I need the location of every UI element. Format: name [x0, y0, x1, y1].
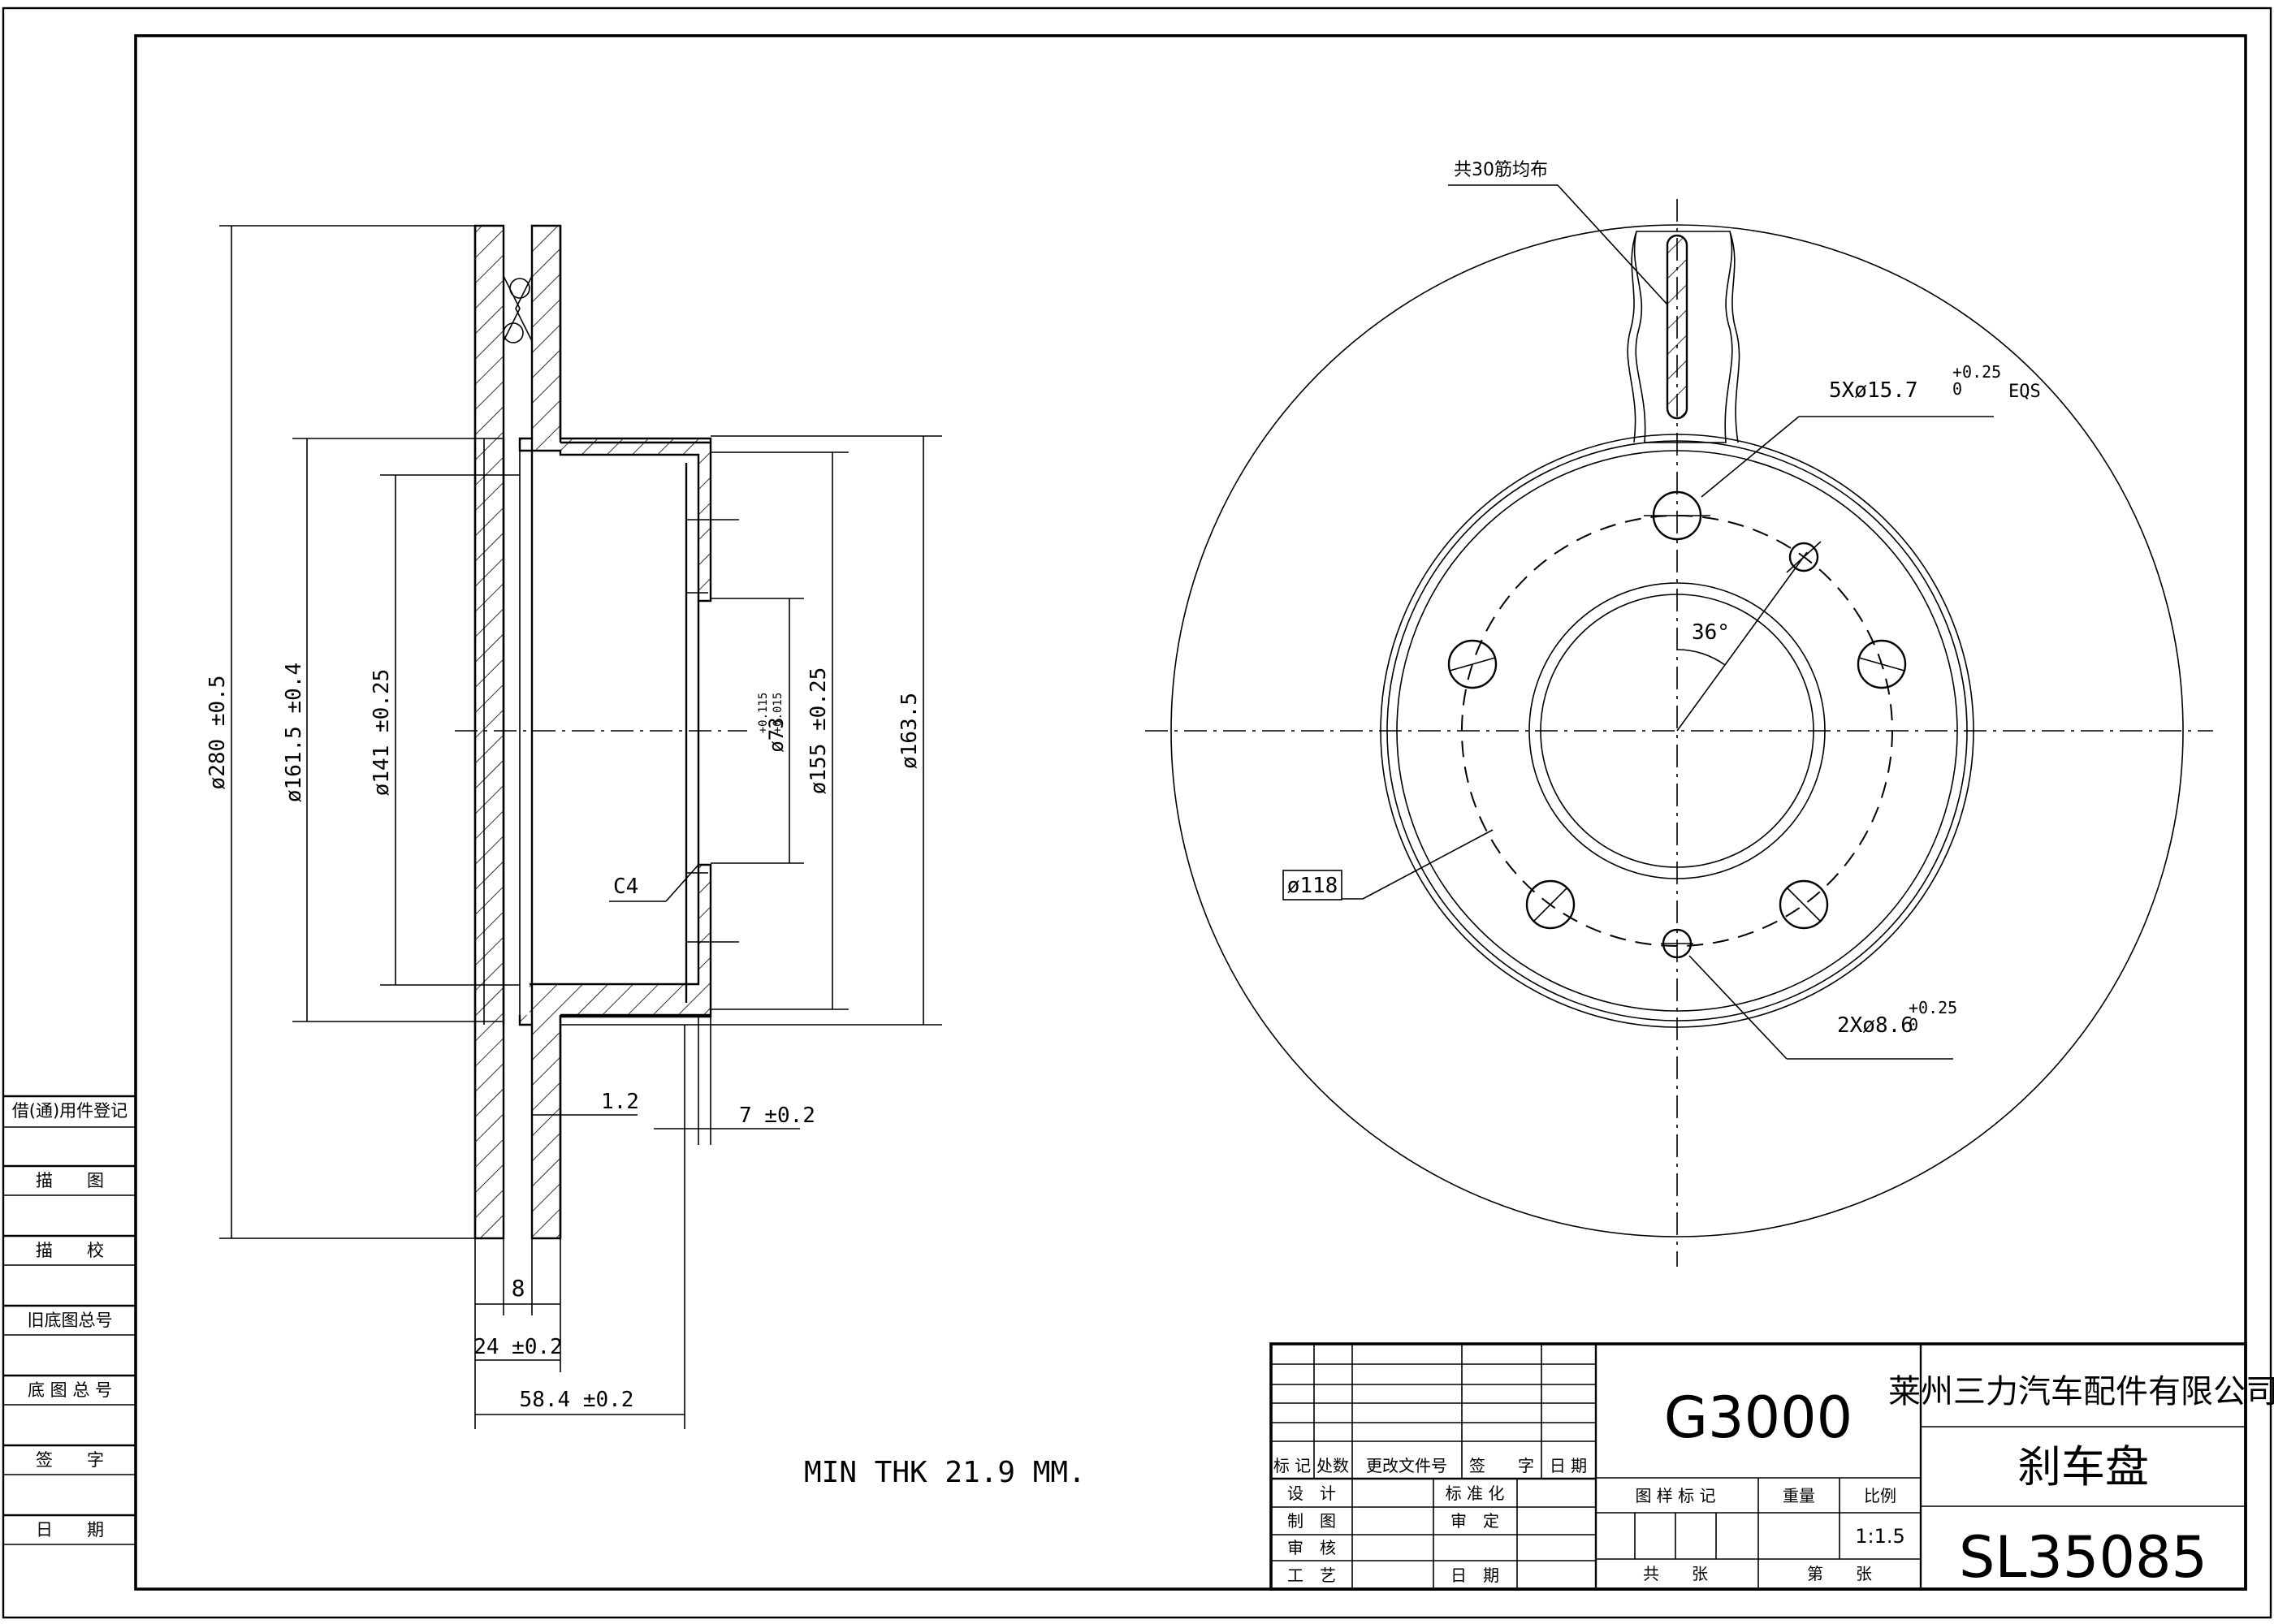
- side-row-2: 描 图: [36, 1171, 104, 1190]
- dim-1-2: 1.2: [601, 1090, 639, 1114]
- holes-small-tol-lower: 0: [1909, 1015, 1918, 1034]
- side-row-4: 旧底图总号: [28, 1311, 113, 1330]
- holes-large-tol-upper: +0.25: [1952, 362, 2001, 382]
- role-process: 工 艺: [1287, 1566, 1336, 1585]
- role-standard: 标 准 化: [1446, 1484, 1505, 1503]
- side-row-3: 描 校: [36, 1241, 104, 1260]
- dim-58: 58.4 ±0.2: [520, 1388, 634, 1412]
- dim-d163: ø163.5: [897, 693, 922, 769]
- side-table: 借(通)用件登记 描 图 描 校 旧底图总号 底 图 总 号 签 字 日 期: [3, 1095, 136, 1545]
- inner-frame: [134, 34, 2247, 1591]
- dim-c4: C4: [613, 875, 638, 899]
- role-draw: 制 图: [1287, 1511, 1336, 1531]
- title-block: 标 记 处数 更改文件号 签 字 日 期 设 计 制 图 审 核 工 艺 标 准…: [1269, 1342, 2274, 1591]
- holes-large-label: 5Xø15.7: [1829, 378, 1918, 403]
- dim-7: 7 ±0.2: [739, 1104, 815, 1128]
- holes-small-tol-upper: +0.25: [1909, 998, 1957, 1017]
- role-design: 设 计: [1287, 1484, 1336, 1503]
- dim-d280: ø280 ±0.5: [205, 676, 230, 790]
- mark-label: 图 样 标 记: [1635, 1486, 1715, 1505]
- side-row-1: 借(通)用件登记: [12, 1101, 128, 1121]
- outer-border: [2, 6, 2272, 1619]
- vertical-dims: [219, 225, 942, 1239]
- rev-header-count: 处数: [1316, 1456, 1349, 1475]
- rev-header-date: 日 期: [1550, 1456, 1587, 1475]
- role-check: 审 核: [1287, 1538, 1336, 1557]
- drawing-number: SL35085: [1959, 1524, 2207, 1591]
- section-view: ø280 ±0.5 ø161.5 ±0.4 ø141 ±0.25 ø73 +0.…: [205, 224, 1086, 1489]
- rev-header-doc: 更改文件号: [1366, 1456, 1447, 1475]
- dim-d73-tol-upper: +0.115: [757, 693, 770, 734]
- min-thickness-note: MIN THK 21.9 MM.: [804, 1456, 1086, 1489]
- side-row-5: 底 图 总 号: [28, 1380, 112, 1400]
- side-row-7: 日 期: [36, 1520, 104, 1540]
- angle-label: 36°: [1692, 620, 1730, 645]
- dim-d161: ø161.5 ±0.4: [282, 663, 306, 802]
- rev-header-mark: 标 记: [1273, 1456, 1311, 1475]
- dim-24: 24 ±0.2: [473, 1335, 563, 1359]
- rev-header-sign: 签 字: [1469, 1456, 1534, 1475]
- role-date: 日 期: [1450, 1566, 1499, 1585]
- disc-outer: [1170, 224, 2184, 1237]
- total-sheets: 共 张: [1643, 1564, 1708, 1583]
- front-view: 36° 共30筋均布 5Xø15.7 +0.25 0 EQS 2Xø8.6 +0…: [1145, 160, 2213, 1267]
- bolt-holes: [1447, 490, 1907, 930]
- weight-label: 重量: [1783, 1486, 1815, 1505]
- dim-d73: ø73: [765, 717, 788, 752]
- material-label: G3000: [1664, 1384, 1852, 1451]
- scale-value: 1:1.5: [1855, 1525, 1905, 1548]
- role-approve: 审 定: [1450, 1511, 1499, 1531]
- scale-label: 比例: [1864, 1486, 1896, 1505]
- dim-d141: ø141 ±0.25: [370, 669, 394, 797]
- holes-large-suffix: EQS: [2008, 382, 2041, 402]
- part-name: 刹车盘: [2017, 1441, 2149, 1492]
- company-name: 莱州三力汽车配件有限公司: [1888, 1373, 2274, 1410]
- dim-d73-tol-lower: +0.015: [772, 693, 785, 734]
- dim-d155: ø155 ±0.25: [806, 667, 831, 795]
- side-row-6: 签 字: [36, 1450, 104, 1470]
- holes-large-tol-lower: 0: [1952, 379, 1962, 399]
- sheet-number: 第 张: [1807, 1564, 1872, 1583]
- pcd-label: ø118: [1287, 874, 1338, 898]
- holes-small-label: 2Xø8.6: [1837, 1013, 1913, 1038]
- rib-note: 共30筋均布: [1454, 160, 1548, 180]
- dim-8: 8: [512, 1275, 525, 1302]
